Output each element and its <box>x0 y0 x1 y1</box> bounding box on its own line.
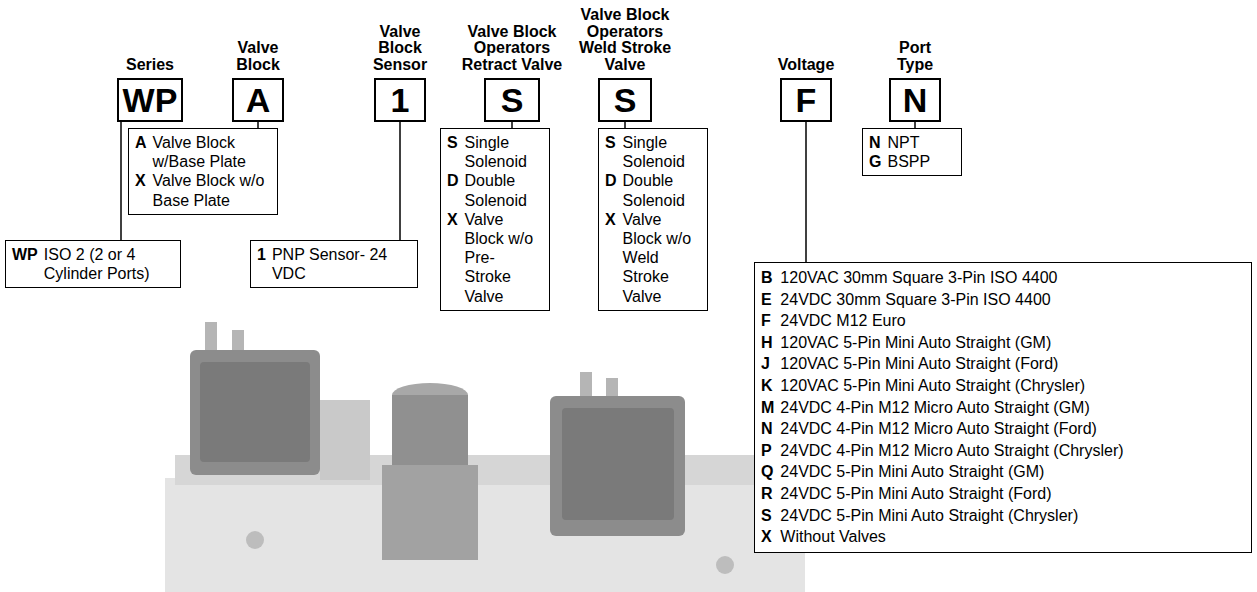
code-field: Valve Block Operators Weld Stroke ValveS <box>571 7 679 122</box>
option-description: 24VDC 30mm Square 3-Pin ISO 4400 <box>780 289 1245 311</box>
option-description: Double Solenoid <box>465 171 543 209</box>
field-heading: Valve Block Sensor <box>365 24 435 74</box>
option-description: Valve Block w/o Weld Stroke Valve <box>623 210 701 306</box>
option-code: X <box>135 171 147 209</box>
code-field: Valve Block Operators Retract ValveS <box>458 24 566 122</box>
option-box: SSingle SolenoidDDouble SolenoidXValve B… <box>440 128 550 311</box>
option-code: J <box>761 353 774 375</box>
field-heading: Voltage <box>761 57 851 74</box>
option-code: S <box>605 133 617 171</box>
spade-pin <box>606 378 618 398</box>
field-heading: Series <box>110 57 190 74</box>
option-code: G <box>869 152 881 171</box>
option-description: 24VDC 4-Pin M12 Micro Auto Straight (For… <box>780 418 1245 440</box>
option-description: 120VAC 30mm Square 3-Pin ISO 4400 <box>780 267 1245 289</box>
field-heading: Valve Block Operators Weld Stroke Valve <box>571 7 679 74</box>
option-description: 24VDC 4-Pin M12 Micro Auto Straight (Chr… <box>780 440 1245 462</box>
option-description: Single Solenoid <box>623 133 701 171</box>
code-box: F <box>780 78 832 122</box>
option-code: N <box>869 133 881 152</box>
option-code: E <box>761 289 774 311</box>
option-description: NPT <box>887 133 955 152</box>
code-box: S <box>598 78 652 122</box>
option-code: H <box>761 332 774 354</box>
option-description: PNP Sensor- 24 VDC <box>272 245 411 283</box>
option-description: Double Solenoid <box>623 171 701 209</box>
code-field: Valve Block Sensor1 <box>365 24 435 122</box>
option-box: AValve Block w/Base PlateXValve Block w/… <box>128 128 278 215</box>
option-description: 24VDC 4-Pin M12 Micro Auto Straight (GM) <box>780 397 1245 419</box>
option-code: S <box>447 133 459 171</box>
option-code: N <box>761 418 774 440</box>
option-code: A <box>135 133 147 171</box>
code-box: A <box>232 78 284 122</box>
valve-body <box>320 400 370 480</box>
option-description: 120VAC 5-Pin Mini Auto Straight (GM) <box>780 332 1245 354</box>
option-description: Valve Block w/Base Plate <box>153 133 271 171</box>
option-description: ISO 2 (2 or 4 Cylinder Ports) <box>44 245 174 283</box>
screw-head <box>246 531 264 549</box>
sensor-body <box>392 395 468 465</box>
option-description: 24VDC 5-Pin Mini Auto Straight (Ford) <box>780 483 1245 505</box>
base-plate <box>165 478 805 592</box>
option-code: X <box>447 210 459 306</box>
option-code: X <box>761 526 774 548</box>
option-code: WP <box>12 245 38 283</box>
solenoid-coil-face <box>200 362 310 462</box>
field-heading: Valve Block <box>223 40 293 74</box>
option-box: N NPT G BSPP <box>862 128 962 176</box>
option-description: 120VAC 5-Pin Mini Auto Straight (Chrysle… <box>780 375 1245 397</box>
solenoid-coil-face <box>562 408 674 520</box>
option-box: 1PNP Sensor- 24 VDC <box>250 240 418 288</box>
option-description: 120VAC 5-Pin Mini Auto Straight (Ford) <box>780 353 1245 375</box>
option-code: K <box>761 375 774 397</box>
code-box: N <box>889 78 941 122</box>
code-box: 1 <box>374 78 426 122</box>
option-code: P <box>761 440 774 462</box>
option-code: F <box>761 310 774 332</box>
code-field: VoltageF <box>761 57 851 122</box>
code-field: Port TypeN <box>885 40 945 122</box>
option-description: 24VDC 5-Pin Mini Auto Straight (GM) <box>780 461 1245 483</box>
option-box: SSingle SolenoidDDouble SolenoidXValve B… <box>598 128 708 311</box>
option-code: X <box>605 210 617 306</box>
spade-pin <box>580 372 592 398</box>
option-description: BSPP <box>887 152 955 171</box>
leader-line <box>120 122 122 240</box>
option-code: 1 <box>257 245 266 283</box>
option-box: B 120VAC 30mm Square 3-Pin ISO 4400E 24VDC… <box>754 262 1252 553</box>
option-description: Valve Block w/o Base Plate <box>153 171 271 209</box>
option-code: R <box>761 483 774 505</box>
option-description: Without Valves <box>780 526 1245 548</box>
option-box: WPISO 2 (2 or 4 Cylinder Ports) <box>5 240 181 288</box>
screw-head <box>716 556 734 574</box>
option-description: Valve Block w/o Pre- Stroke Valve <box>465 210 543 306</box>
field-heading: Port Type <box>885 40 945 74</box>
leader-line <box>805 122 807 262</box>
solenoid-coil <box>550 396 685 536</box>
code-field: Valve BlockA <box>223 40 293 122</box>
field-heading: Valve Block Operators Retract Valve <box>458 24 566 74</box>
option-description: 24VDC M12 Euro <box>780 310 1245 332</box>
option-code: Q <box>761 461 774 483</box>
option-code: D <box>447 171 459 209</box>
leader-line <box>399 122 401 240</box>
solenoid-coil <box>190 350 320 475</box>
code-field: SeriesWP <box>110 57 190 122</box>
option-description: Single Solenoid <box>465 133 543 171</box>
option-code: M <box>761 397 774 419</box>
option-code: D <box>605 171 617 209</box>
spade-pin <box>232 330 244 352</box>
code-box: WP <box>117 78 183 122</box>
code-box: S <box>484 78 540 122</box>
spade-pin <box>205 322 217 352</box>
option-description: 24VDC 5-Pin Mini Auto Straight (Chrysler… <box>780 505 1245 527</box>
sensor-block <box>382 465 478 560</box>
option-code: S <box>761 505 774 527</box>
option-code: B <box>761 267 774 289</box>
